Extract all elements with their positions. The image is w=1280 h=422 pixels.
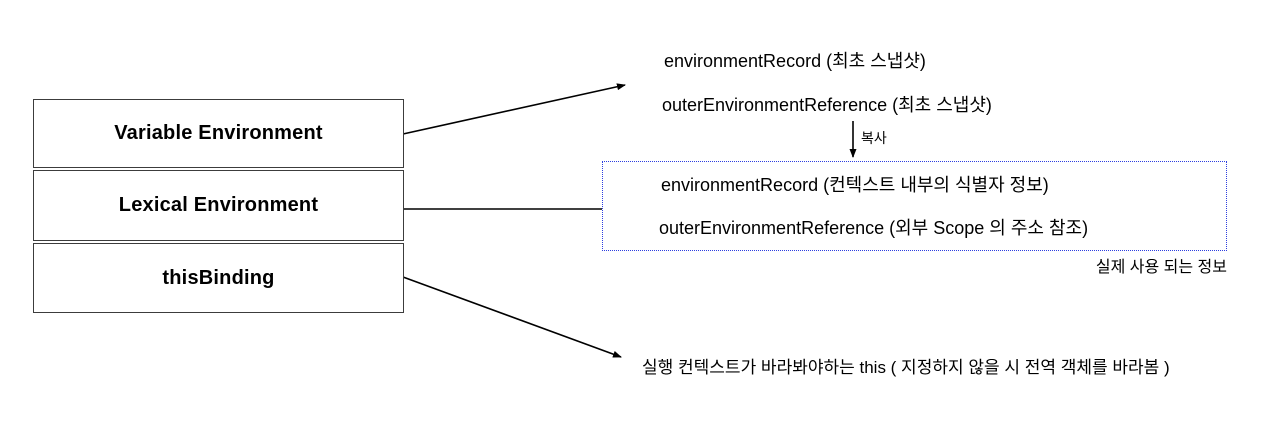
copy-arrow-label: 복사 bbox=[861, 130, 887, 146]
box-lexical-environment-label: Lexical Environment bbox=[118, 194, 319, 216]
box-this-binding-label: thisBinding bbox=[162, 266, 275, 289]
this-binding-note: 실행 컨텍스트가 바라봐야하는 this ( 지정하지 않을 시 전역 객체를 … bbox=[642, 358, 1170, 377]
snapshot-environment-record: environmentRecord (최초 스냅샷) bbox=[664, 51, 926, 71]
box-variable-environment: Variable Environment bbox=[33, 99, 404, 168]
active-environment-highlight-box: environmentRecord (컨텍스트 내부의 식별자 정보) oute… bbox=[602, 161, 1227, 251]
active-outer-environment-reference: outerEnvironmentReference (외부 Scope 의 주소… bbox=[659, 218, 1089, 238]
arrow-this-binding bbox=[402, 276, 622, 358]
box-this-binding: thisBinding bbox=[33, 243, 404, 313]
active-environment-record: environmentRecord (컨텍스트 내부의 식별자 정보) bbox=[661, 175, 1049, 195]
active-environment-caption: 실제 사용 되는 정보 bbox=[1095, 259, 1227, 276]
arrow-variable-environment bbox=[402, 83, 626, 135]
snapshot-outer-environment-reference: outerEnvironmentReference (최초 스냅샷) bbox=[662, 95, 992, 115]
box-variable-environment-label: Variable Environment bbox=[114, 122, 323, 144]
box-lexical-environment: Lexical Environment bbox=[33, 170, 404, 241]
